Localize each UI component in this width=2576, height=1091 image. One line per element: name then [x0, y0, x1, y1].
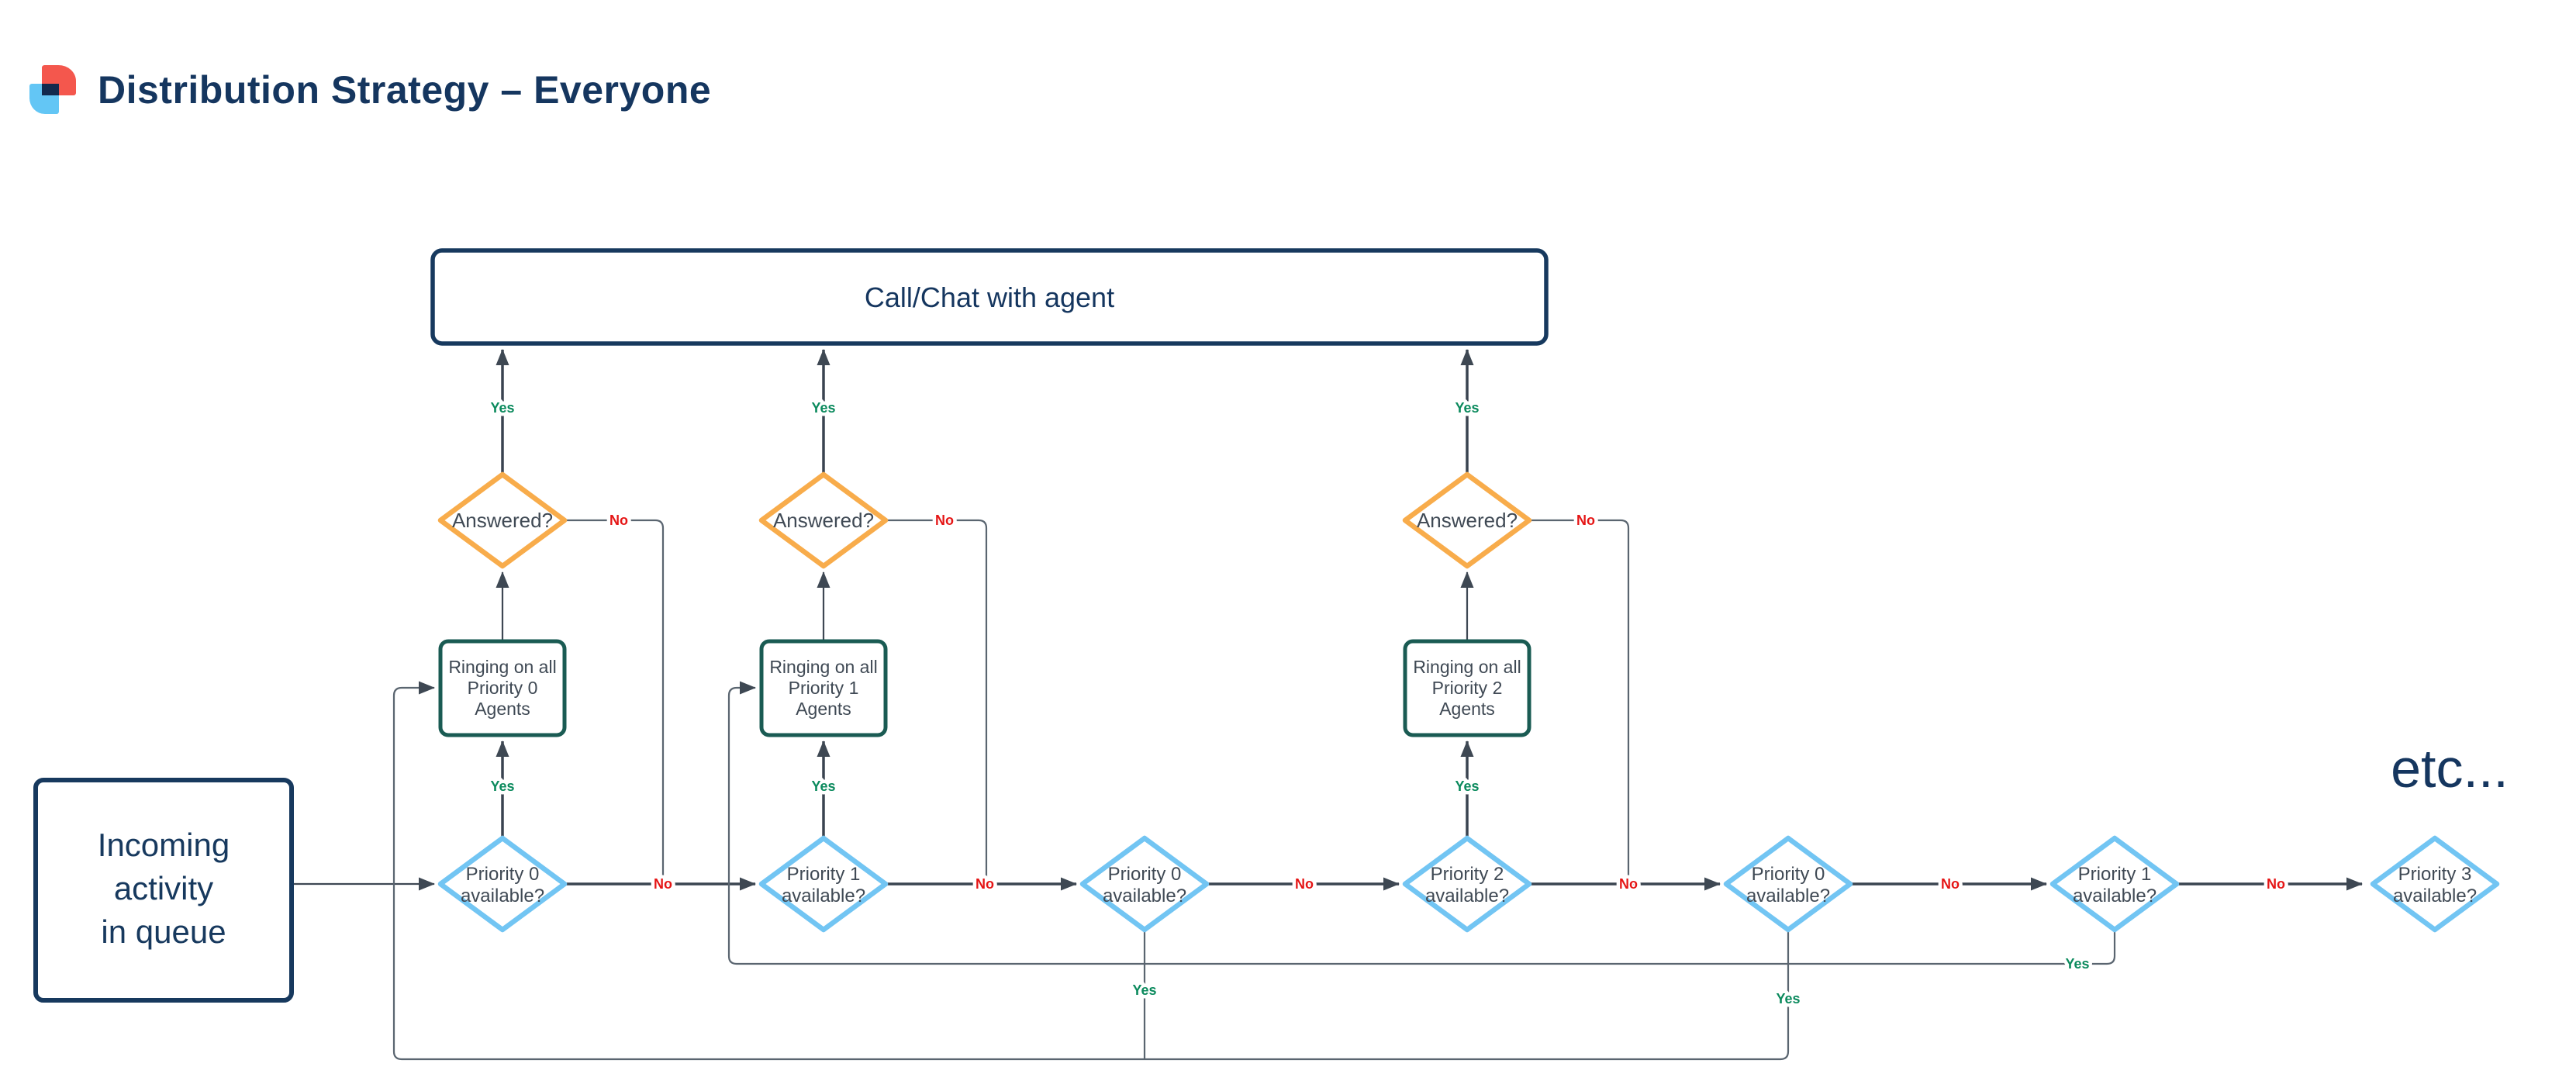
node-answered1-decision — [758, 471, 889, 569]
node-priority0-available-decision — [437, 835, 568, 933]
label-yes-priority1: Yes — [811, 779, 835, 794]
node-answered2-decision — [1402, 471, 1532, 569]
label-yes-priority2: Yes — [1455, 779, 1479, 794]
ringing1-line1: Ringing on all — [769, 657, 877, 677]
priority0c-line2: available? — [1746, 886, 1830, 906]
label-yes-answered0: Yes — [490, 400, 514, 416]
label-no-priority2: No — [1619, 876, 1638, 892]
label-no-priority1: No — [975, 876, 994, 892]
edge-yes-priority1b-loop-to-ringing1 — [727, 681, 2116, 965]
label-no-answered1: No — [935, 513, 954, 528]
incoming-line1: Incoming — [98, 827, 230, 863]
priority3-line1: Priority 3 — [2398, 864, 2472, 885]
node-ringing-priority1 — [759, 639, 888, 737]
call-chat-label: Call/Chat with agent — [865, 281, 1114, 313]
ringing0-line2: Priority 0 — [468, 678, 538, 698]
ringing0-line3: Agents — [475, 699, 530, 719]
etc-annotation: etc... — [2391, 738, 2509, 799]
incoming-line3: in queue — [101, 913, 226, 950]
label-yes-answered2: Yes — [1455, 400, 1479, 416]
label-no-answered2: No — [1576, 513, 1595, 528]
ringing2-line3: Agents — [1439, 699, 1495, 719]
label-no-priority0c: No — [1941, 876, 1960, 892]
ringing2-line1: Ringing on all — [1413, 657, 1521, 677]
node-priority0b-available-decision — [1079, 835, 1210, 933]
node-priority3-available-decision — [2370, 835, 2500, 933]
priority0c-line1: Priority 0 — [1752, 864, 1825, 885]
priority0b-line2: available? — [1103, 886, 1186, 906]
edge-yes-priority0c-loop-to-ringing0 — [392, 681, 1790, 1061]
edge-no-answered0-loop — [565, 519, 665, 884]
ringing1-line3: Agents — [796, 699, 851, 719]
incoming-line2: activity — [114, 870, 213, 906]
answered1-label: Answered? — [773, 509, 874, 532]
node-priority0c-available-decision — [1723, 835, 1853, 933]
answered2-label: Answered? — [1417, 509, 1518, 532]
label-no-priority1b: No — [2267, 876, 2285, 892]
node-priority1-available-decision — [758, 835, 889, 933]
priority2-line1: Priority 2 — [1431, 864, 1504, 885]
node-call-chat-with-agent — [430, 248, 1549, 346]
document-header: Distribution Strategy – Everyone — [28, 64, 711, 116]
edge-no-answered2-loop — [1529, 519, 1630, 884]
priority2-line2: available? — [1425, 886, 1509, 906]
priority0-line2: available? — [461, 886, 544, 906]
label-no-priority0b: No — [1295, 876, 1314, 892]
label-yes-priority0: Yes — [490, 779, 514, 794]
answered0-label: Answered? — [452, 509, 553, 532]
priority3-line2: available? — [2393, 886, 2477, 906]
label-yes-priority1b-loop: Yes — [2065, 956, 2089, 972]
edge-no-answered1-loop — [886, 519, 988, 884]
priority1b-line1: Priority 1 — [2078, 864, 2152, 885]
node-ringing-priority0 — [438, 639, 567, 737]
priority1-line2: available? — [782, 886, 865, 906]
ringing1-line2: Priority 1 — [789, 678, 859, 698]
node-ringing-priority2 — [1403, 639, 1531, 737]
label-no-priority0: No — [654, 876, 672, 892]
label-yes-answered1: Yes — [811, 400, 835, 416]
lucid-logo-icon — [28, 64, 79, 116]
label-no-answered0: No — [609, 513, 628, 528]
label-yes-priority0b-loop: Yes — [1132, 982, 1156, 998]
node-incoming-activity — [33, 778, 294, 1003]
page-title: Distribution Strategy – Everyone — [98, 68, 712, 112]
node-priority2-available-decision — [1402, 835, 1532, 933]
priority1b-line2: available? — [2073, 886, 2156, 906]
priority0-line1: Priority 0 — [466, 864, 540, 885]
node-answered0-decision — [437, 471, 568, 569]
priority0b-line1: Priority 0 — [1108, 864, 1182, 885]
priority1-line1: Priority 1 — [787, 864, 861, 885]
ringing0-line1: Ringing on all — [448, 657, 556, 677]
node-priority1b-available-decision — [2049, 835, 2180, 933]
ringing2-line2: Priority 2 — [1432, 678, 1503, 698]
label-yes-priority0c-loop: Yes — [1776, 991, 1800, 1006]
